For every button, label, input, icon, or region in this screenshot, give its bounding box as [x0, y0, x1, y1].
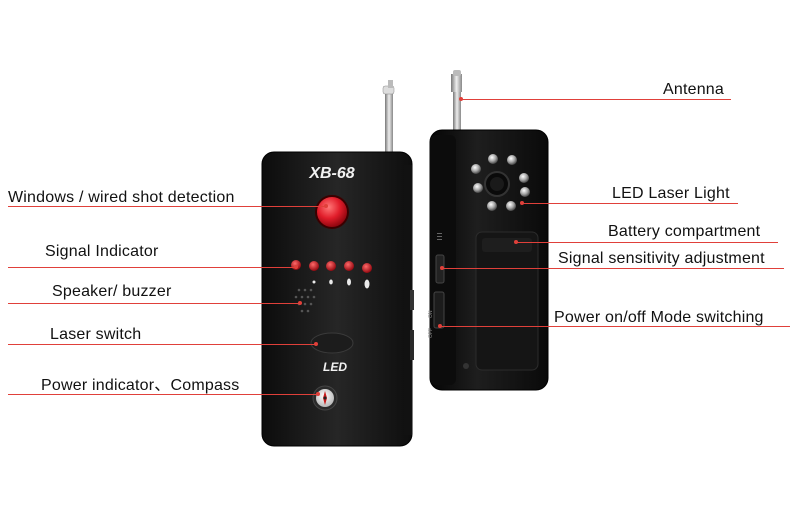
leader-battery — [516, 242, 778, 243]
label-laser-switch: Laser switch — [50, 326, 142, 343]
label-antenna: Antenna — [663, 81, 725, 98]
leader-antenna — [461, 99, 731, 100]
leader-power-compass — [8, 394, 318, 395]
battery-cover — [475, 231, 539, 371]
front-antenna — [382, 80, 395, 158]
label-battery: Battery compartment — [608, 223, 761, 240]
off-mark: OFF — [428, 328, 434, 338]
leader-signal-indicator — [8, 267, 296, 268]
led-laser-cluster — [471, 154, 530, 211]
label-signal-indicator: Signal Indicator — [45, 243, 159, 260]
label-windows-detection: Windows / wired shot detection — [8, 189, 235, 206]
label-sensitivity: Signal sensitivity adjustment — [558, 250, 765, 267]
label-led-laser: LED Laser Light — [612, 185, 730, 202]
led-text: LED — [323, 360, 347, 374]
front-device: XB-68 — [261, 151, 414, 447]
power-mode-switch — [433, 291, 445, 329]
label-power-mode: Power on/off Mode switching — [554, 309, 764, 326]
leader-power-mode — [440, 326, 790, 327]
label-speaker: Speaker/ buzzer — [52, 283, 172, 300]
leader-led-laser — [522, 203, 738, 204]
detection-lens — [315, 195, 349, 229]
back-device: ON OFF — [428, 129, 549, 391]
speaker-grille — [294, 288, 316, 313]
leader-laser-switch — [8, 344, 316, 345]
leader-windows — [8, 206, 326, 207]
on-mark: ON — [428, 310, 434, 318]
label-power-compass: Power indicator、Compass — [41, 377, 240, 394]
leader-sensitivity — [442, 268, 784, 269]
leader-speaker — [8, 303, 300, 304]
back-antenna — [451, 70, 462, 138]
compass — [312, 385, 338, 411]
laser-switch-button — [310, 332, 354, 354]
model-text: XB-68 — [308, 165, 354, 182]
